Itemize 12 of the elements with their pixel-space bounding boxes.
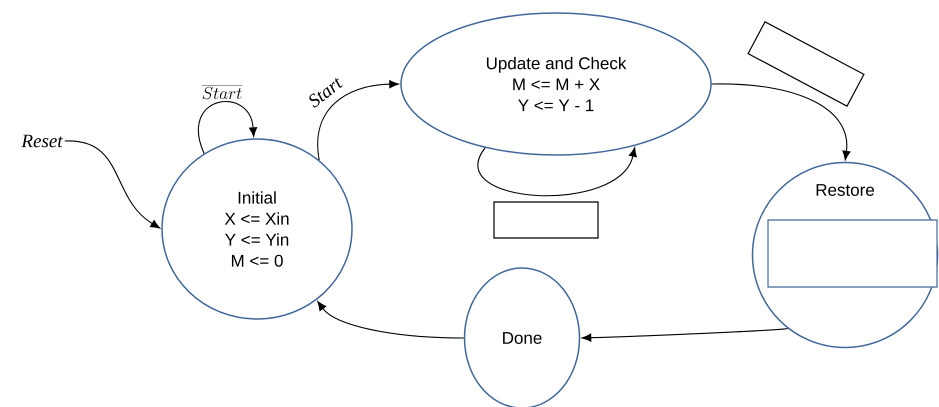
arrow bbox=[64, 140, 160, 228]
empty-box bbox=[493, 201, 599, 239]
arrow bbox=[198, 101, 258, 154]
empty-box bbox=[767, 219, 938, 288]
arrow bbox=[712, 83, 850, 160]
arrow bbox=[478, 147, 637, 196]
arrow bbox=[317, 80, 399, 160]
state-label: Reset bbox=[21, 134, 63, 148]
edge-label: Start bbox=[309, 78, 343, 108]
arrow bbox=[582, 328, 788, 342]
edge-label: $\overline{Start}$ bbox=[202, 86, 242, 100]
arrow bbox=[317, 301, 464, 339]
